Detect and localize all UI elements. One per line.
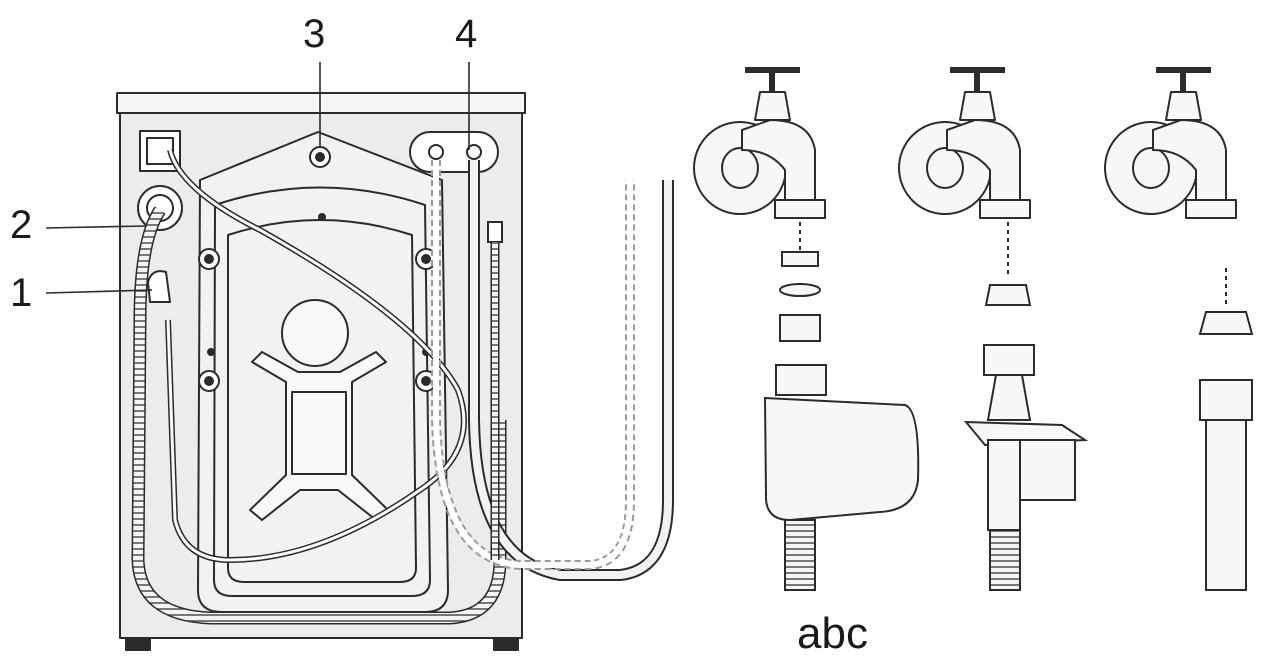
- callout-2: 2: [10, 203, 33, 247]
- callout-leaders: [46, 62, 469, 293]
- water-tap-icon: [694, 70, 825, 218]
- inlet-hose: [436, 160, 668, 575]
- drain-hose: [138, 150, 500, 618]
- panel-circle: [282, 300, 348, 366]
- hose-connector-icon: [765, 222, 918, 590]
- figure-caption: abc: [797, 609, 868, 658]
- hose-adapter-icon: [966, 222, 1085, 590]
- callout-3: 3: [303, 12, 326, 56]
- callout-4: 4: [455, 12, 478, 56]
- callout-1: 1: [10, 271, 33, 315]
- washing-machine-rear-icon: [117, 93, 525, 650]
- straight-hose-icon: [1200, 268, 1252, 590]
